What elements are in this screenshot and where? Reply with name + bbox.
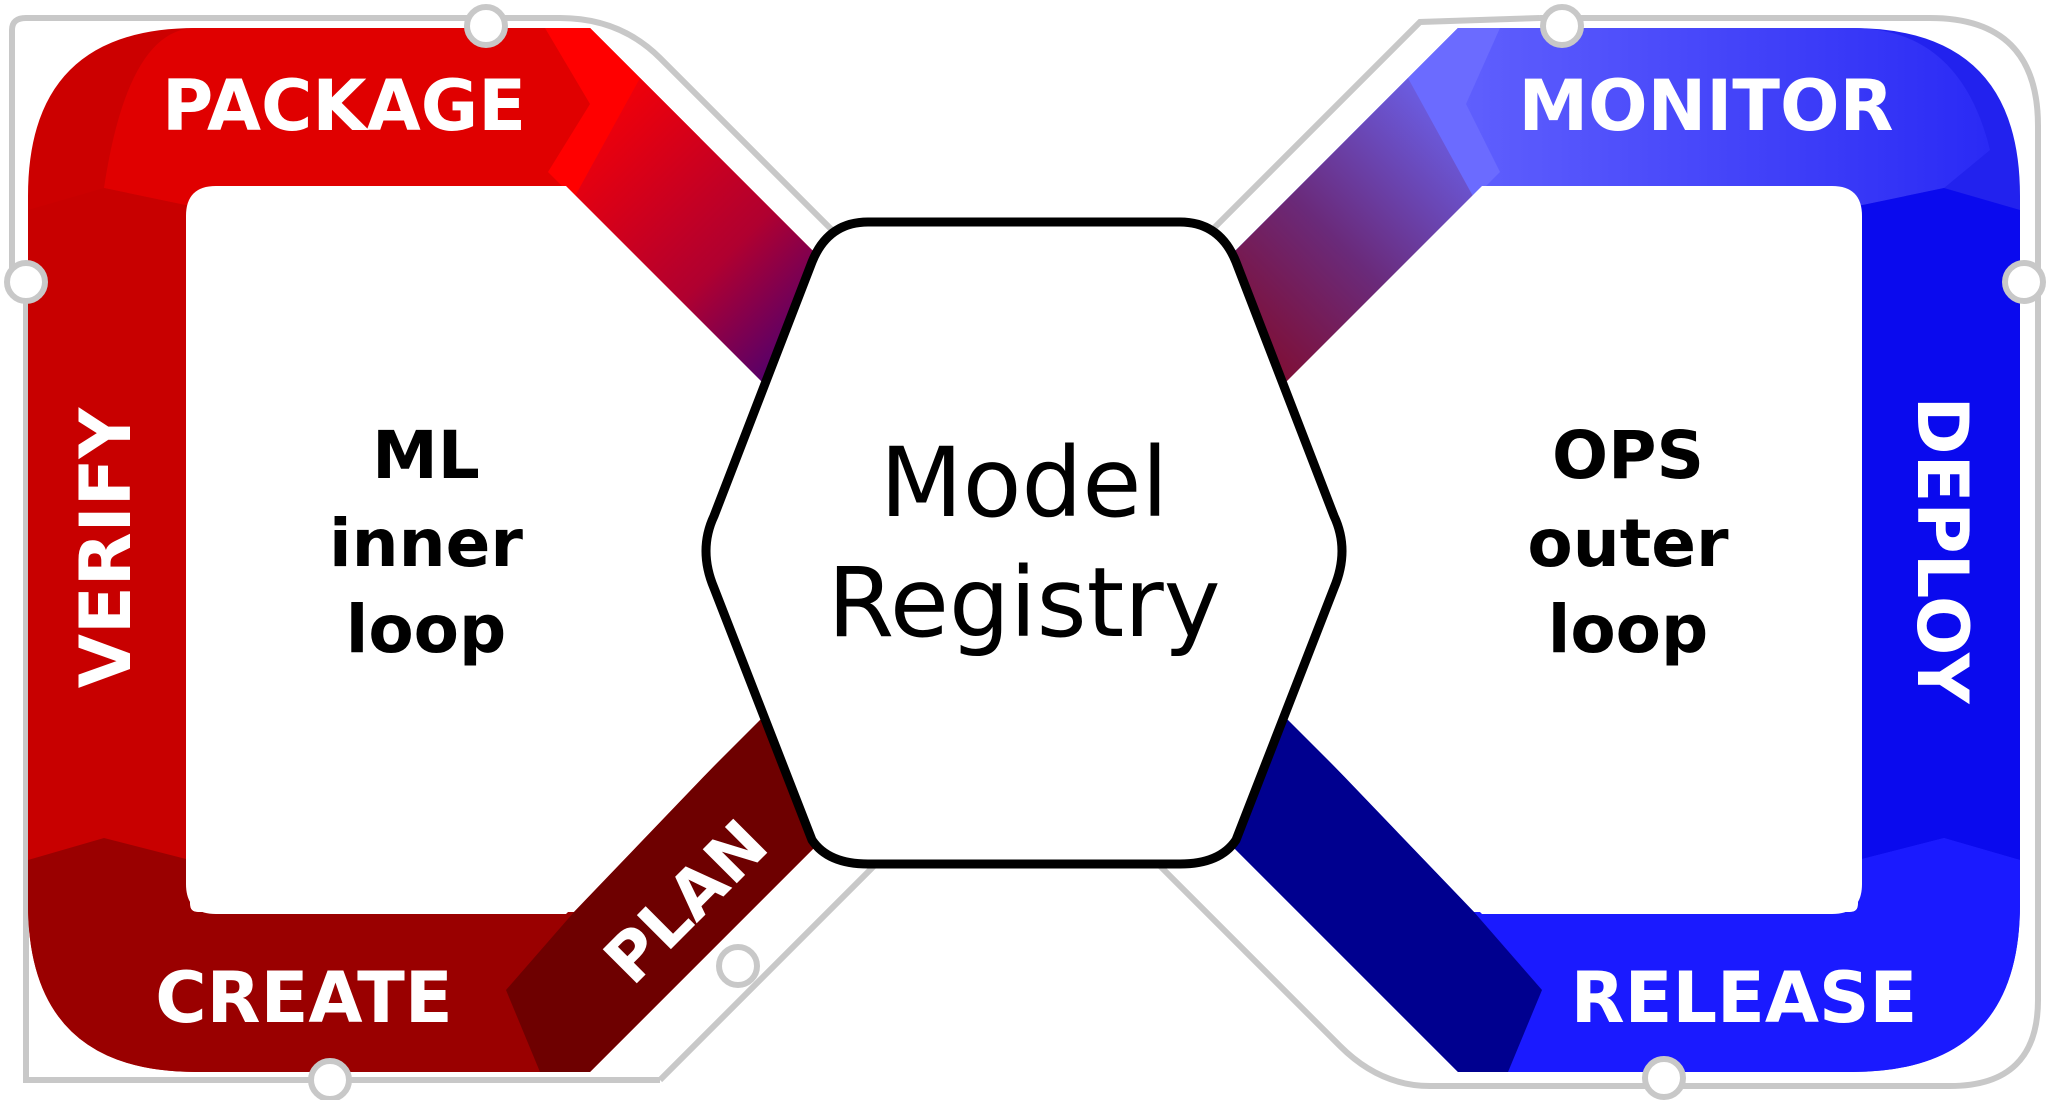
model-registry-line2: Registry (828, 547, 1221, 659)
stage-label-verify: VERIFY (65, 406, 147, 688)
connector-outline (9, 15, 2041, 1089)
connector-knob-bottom-left (308, 1058, 352, 1100)
ml-loop-title-line3: loop (346, 591, 507, 668)
connector-knob-left (4, 260, 48, 304)
model-registry-line1: Model (880, 427, 1168, 539)
connector-knob-right (2002, 260, 2046, 304)
stage-label-package: PACKAGE (162, 65, 526, 147)
ml-inner-loop-band (28, 28, 870, 1072)
stage-label-create: CREATE (155, 957, 452, 1039)
stage-label-monitor: MONITOR (1519, 65, 1894, 147)
ml-loop-title-line2: inner (329, 505, 523, 582)
ml-inner-panel (186, 186, 770, 914)
connector-knob-top-left (464, 4, 508, 48)
stage-label-release: RELEASE (1571, 957, 1918, 1039)
stage-label-deploy: DEPLOY (1901, 396, 1983, 704)
ops-loop-title-line2: outer (1527, 505, 1729, 582)
ops-loop-title-line1: OPS (1552, 417, 1704, 494)
ml-loop-title-line1: ML (372, 417, 480, 494)
connector-knob-bottom-right (1642, 1056, 1686, 1100)
ops-outer-loop-band (1178, 28, 2020, 1072)
ops-loop-title-line3: loop (1548, 591, 1709, 668)
connector-knob-top-right (1540, 4, 1584, 48)
connector-knob-plan (716, 944, 760, 988)
model-registry-hexagon (701, 217, 1347, 869)
ops-outer-panel (1278, 186, 1862, 914)
connector-knobs (4, 4, 2046, 1100)
